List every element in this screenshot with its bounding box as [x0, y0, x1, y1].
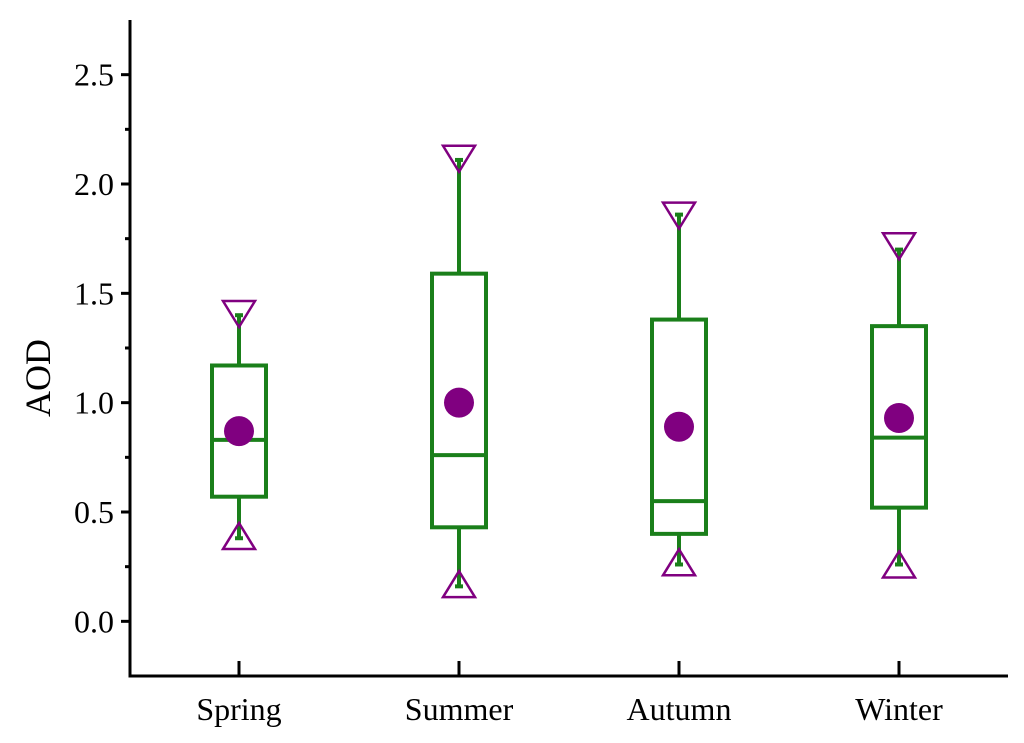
x-tick-label: Winter	[855, 691, 943, 727]
mean-marker	[444, 387, 474, 418]
mean-marker	[224, 416, 254, 447]
y-tick-label: 0.5	[74, 494, 114, 530]
max-marker	[880, 231, 918, 262]
y-tick-label: 2.0	[74, 166, 114, 202]
mean-marker	[664, 411, 694, 442]
axes	[128, 20, 1008, 678]
y-tick-label: 2.5	[74, 57, 114, 93]
mean-marker	[884, 402, 914, 433]
iqr-box	[430, 271, 488, 530]
y-tick-label: 1.5	[74, 275, 114, 311]
max-marker	[660, 201, 698, 231]
y-axis-title: AOD	[18, 339, 58, 417]
x-tick-label: Spring	[196, 691, 281, 727]
y-tick-label: 0.0	[74, 603, 114, 639]
x-tick-label: Summer	[405, 691, 514, 727]
box-group-autumn	[650, 201, 708, 577]
max-marker	[440, 144, 478, 175]
min-marker	[880, 549, 918, 579]
y-tick-label: 1.0	[74, 385, 114, 421]
x-tick-label: Autumn	[627, 691, 732, 727]
max-marker	[220, 299, 258, 330]
iqr-box	[870, 324, 928, 510]
boxes	[210, 144, 928, 599]
y-ticks: 0.0 0.5 1.0 1.5 2.0 2.5	[74, 57, 130, 639]
min-marker	[220, 520, 258, 551]
min-marker	[660, 546, 698, 577]
iqr-box	[210, 363, 268, 499]
x-ticks: Spring Summer Autumn Winter	[196, 661, 943, 727]
box-group-summer	[430, 144, 488, 599]
min-marker	[440, 568, 478, 599]
box-group-winter	[870, 231, 928, 579]
box-group-spring	[210, 299, 268, 551]
iqr-box	[650, 317, 708, 536]
